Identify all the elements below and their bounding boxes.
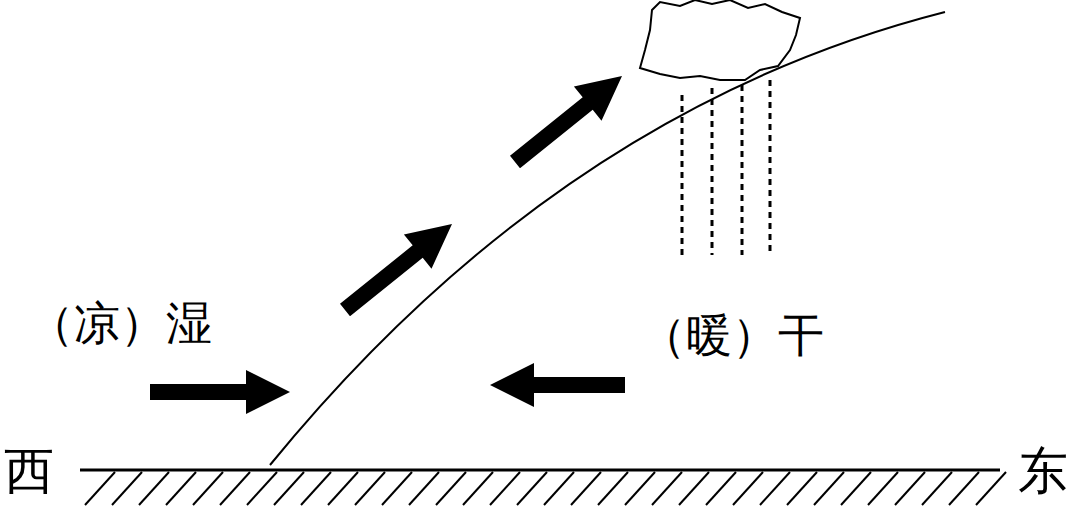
hatch-stroke [760,472,790,505]
hatch-stroke [544,472,574,505]
hatch-stroke [787,472,817,505]
hatch-stroke [976,472,1006,505]
hatch-stroke [85,472,115,505]
hatch-stroke [814,472,844,505]
hatch-stroke [166,472,196,505]
ground-line [80,469,1000,472]
hatch-stroke [706,472,736,505]
air-arrow [510,76,622,168]
hatch-stroke [625,472,655,505]
hatch-stroke [598,472,628,505]
hatch-stroke [436,472,466,505]
hatch-stroke [679,472,709,505]
hatch-stroke [247,472,277,505]
hatch-stroke [841,472,871,505]
air-arrow [340,224,452,316]
hatch-stroke [301,472,331,505]
hatch-stroke [382,472,412,505]
cloud [640,0,800,80]
hatch-stroke [409,472,439,505]
hatch-stroke [193,472,223,505]
hatch-stroke [463,472,493,505]
hatch-stroke [490,472,520,505]
hatch-stroke [571,472,601,505]
hatch-stroke [139,472,169,505]
hatch-stroke [517,472,547,505]
hatch-stroke [328,472,358,505]
hatch-stroke [220,472,250,505]
hatch-stroke [733,472,763,505]
air-arrow [150,370,290,414]
air-arrow [490,363,625,407]
hatch-stroke [652,472,682,505]
hatch-stroke [112,472,142,505]
ground-hatching [85,472,1006,505]
hatch-stroke [355,472,385,505]
air-mass-label: （暖）干 [640,312,824,358]
airflow-arrows [150,76,625,414]
hatch-stroke [922,472,952,505]
rain-lines [682,80,770,255]
hatch-stroke [949,472,979,505]
hatch-stroke [274,472,304,505]
direction-label: 西 [4,446,54,496]
hatch-stroke [895,472,925,505]
direction-label: 东 [1018,446,1068,496]
air-mass-label: （凉）湿 [28,300,212,346]
front-surface [270,12,945,465]
hatch-stroke [868,472,898,505]
